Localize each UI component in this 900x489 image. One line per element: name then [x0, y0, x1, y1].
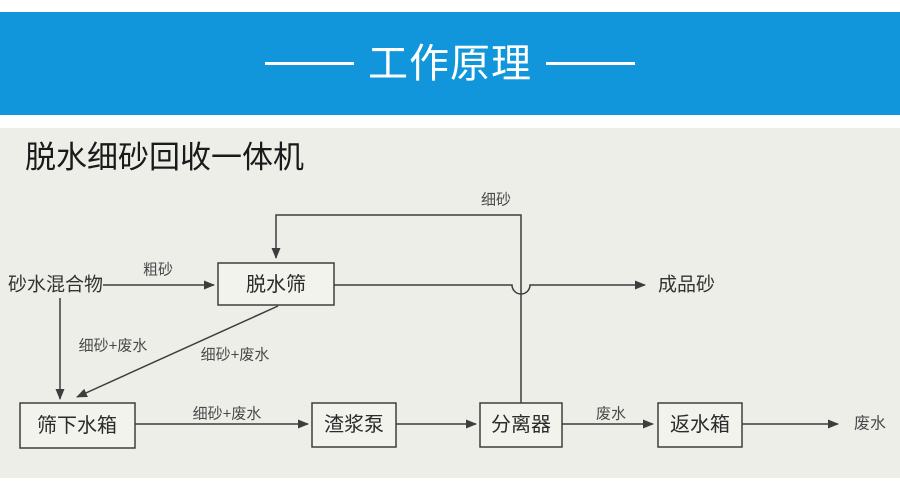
label-fine-sand-waste-vertical: 细砂+废水 — [79, 338, 148, 355]
node-under-screen-water-tank-box — [19, 402, 136, 449]
banner-title: 工作原理 — [368, 41, 532, 86]
page-title: 脱水细砂回收一体机 — [25, 140, 304, 175]
node-separator-box — [479, 402, 563, 448]
edge-screen-to-tank — [76, 305, 279, 398]
node-return-water-tank-label: 返水箱 — [670, 413, 730, 436]
node-separator: 分离器 — [479, 402, 563, 448]
label-fine-sand-waste-diagonal: 细砂+废水 — [201, 347, 270, 364]
node-dewatering-screen: 脱水筛 — [217, 262, 335, 306]
banner-dash-right-icon — [546, 62, 635, 65]
node-slurry-pump-box — [311, 402, 397, 448]
label-finished-sand: 成品砂 — [658, 274, 715, 296]
node-return-water-tank-box — [657, 402, 743, 448]
label-fine-sand-return: 细砂 — [481, 192, 511, 209]
label-waste-water-mid: 废水 — [596, 406, 626, 423]
edge-screen-to-product — [334, 280, 646, 295]
node-dewatering-screen-label: 脱水筛 — [246, 273, 306, 296]
label-waste-water-out: 废水 — [854, 415, 886, 433]
label-fine-sand-waste-horizontal: 细砂+废水 — [193, 406, 262, 423]
label-sand-water-mixture: 砂水混合物 — [8, 274, 103, 296]
node-under-screen-water-tank-label: 筛下水箱 — [37, 414, 117, 437]
node-slurry-pump: 渣浆泵 — [311, 402, 397, 448]
node-dewatering-screen-box — [217, 262, 335, 306]
label-coarse-sand: 粗砂 — [143, 262, 173, 279]
banner-dash-left-icon — [265, 62, 354, 65]
flow-diagram: 脱水筛 筛下水箱 渣浆泵 分离器 返水箱 砂水混合物 成品砂 废水 — [8, 192, 886, 449]
node-separator-label: 分离器 — [491, 413, 551, 436]
banner: 工作原理 — [0, 12, 900, 115]
node-slurry-pump-label: 渣浆泵 — [324, 413, 384, 436]
node-under-screen-water-tank: 筛下水箱 — [19, 402, 136, 449]
edge-separator-fine-sand-return — [271, 214, 522, 403]
node-return-water-tank: 返水箱 — [657, 402, 743, 448]
content-panel: 脱水细砂回收一体机 脱水筛 筛下水 — [0, 128, 900, 478]
